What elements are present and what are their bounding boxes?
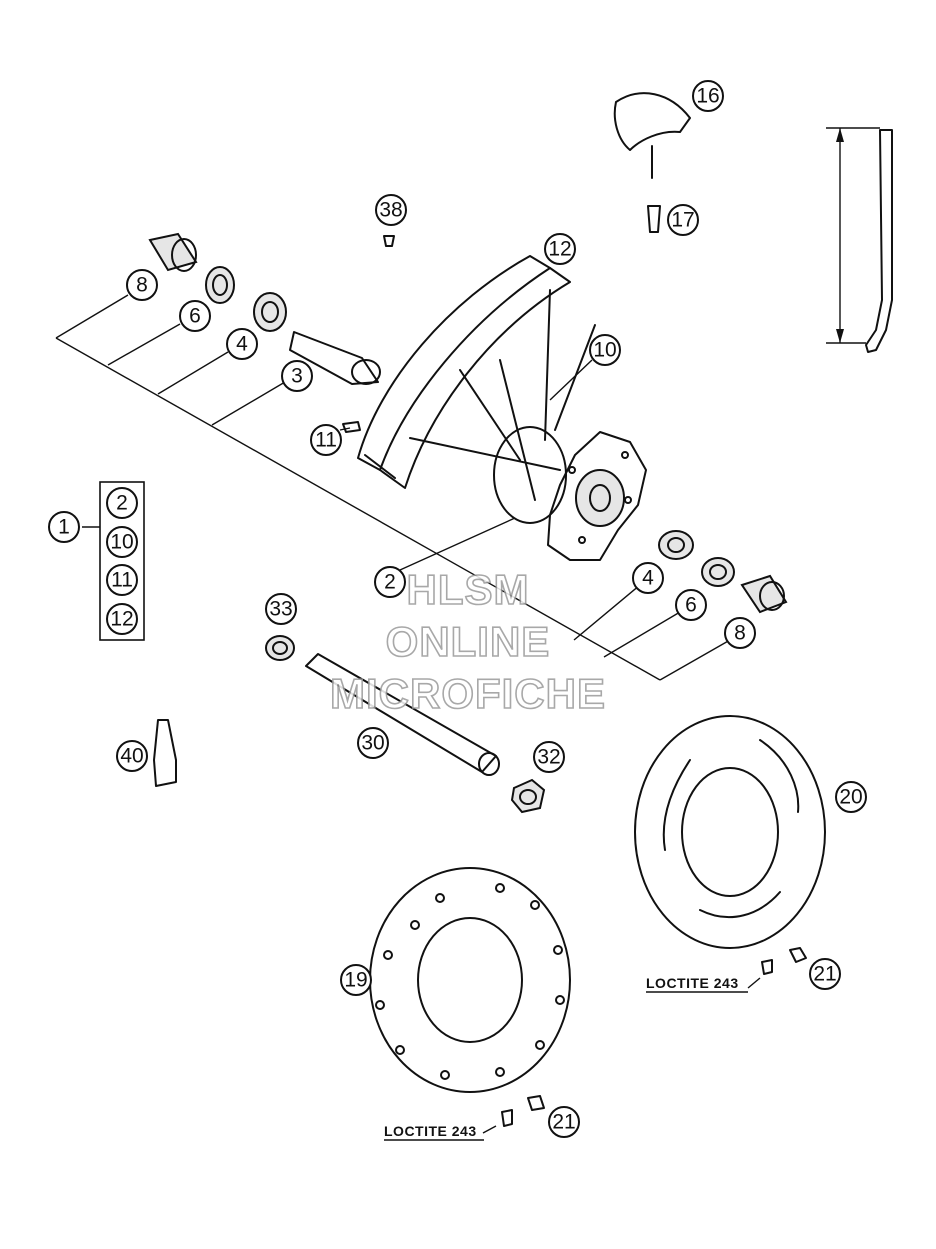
callout-8-right: 8 — [724, 617, 756, 649]
svg-text:21: 21 — [552, 1111, 575, 1134]
callout-1: 1 — [48, 511, 80, 543]
svg-text:1: 1 — [58, 516, 70, 539]
svg-text:10: 10 — [110, 531, 133, 554]
svg-text:32: 32 — [537, 746, 560, 769]
callout-32: 32 — [533, 741, 565, 773]
callout-2: 2 — [374, 566, 406, 598]
rim-part — [357, 255, 571, 489]
kit-item-12: 12 — [106, 603, 138, 635]
watermark-line-3: MICROFICHE — [329, 669, 606, 718]
svg-text:38: 38 — [379, 199, 402, 222]
spoke-single-part — [865, 129, 893, 353]
watermark-line-1: HLSM — [406, 565, 530, 614]
brake-disc-19-part — [369, 867, 571, 1093]
svg-text:11: 11 — [315, 429, 337, 452]
svg-text:8: 8 — [136, 274, 148, 297]
callout-21-bottom: 21 — [548, 1106, 580, 1138]
callout-21-right: 21 — [809, 958, 841, 990]
callout-19: 19 — [340, 964, 372, 996]
loctite-note-right: LOCTITE 243 — [646, 975, 739, 991]
callout-11: 11 — [310, 424, 342, 456]
axle-part — [305, 653, 500, 776]
brake-disc-20-part — [634, 715, 826, 949]
callout-10: 10 — [589, 334, 621, 366]
kit-item-11: 11 — [106, 564, 138, 596]
watermark-line-2: ONLINE — [385, 617, 551, 666]
bolt-21-right-part — [761, 947, 807, 975]
callout-4-left: 4 — [226, 328, 258, 360]
svg-text:11: 11 — [111, 569, 133, 592]
loctite-note-bottom: LOCTITE 243 — [384, 1123, 477, 1139]
screw-small-part — [342, 421, 361, 433]
hub-part — [493, 426, 647, 561]
spoke-wrench-part — [153, 719, 177, 787]
svg-text:2: 2 — [384, 571, 396, 594]
svg-text:16: 16 — [696, 85, 719, 108]
callout-17: 17 — [667, 204, 699, 236]
svg-text:12: 12 — [548, 238, 571, 261]
svg-text:6: 6 — [685, 594, 697, 617]
kit-box — [82, 481, 145, 641]
svg-text:21: 21 — [813, 963, 836, 986]
distance-tube-part — [289, 331, 381, 385]
svg-text:19: 19 — [344, 969, 367, 992]
kit-item-10: 10 — [106, 526, 138, 558]
callout-12: 12 — [544, 233, 576, 265]
bolt-21-bottom-part — [501, 1095, 545, 1127]
svg-text:30: 30 — [361, 732, 384, 755]
callout-6-right: 6 — [675, 589, 707, 621]
svg-text:4: 4 — [236, 333, 248, 356]
svg-text:8: 8 — [734, 622, 746, 645]
valve-17-part — [647, 205, 661, 233]
leader-lines — [55, 127, 880, 1134]
svg-text:17: 17 — [671, 209, 694, 232]
kit-item-2: 2 — [106, 487, 138, 519]
callout-40: 40 — [116, 740, 148, 772]
svg-text:2: 2 — [116, 492, 128, 515]
axle-nut-part — [510, 778, 546, 814]
spokes-part — [409, 289, 596, 501]
svg-text:33: 33 — [269, 598, 292, 621]
seal-ring-right-part — [701, 557, 735, 587]
callout-30: 30 — [357, 727, 389, 759]
svg-text:6: 6 — [189, 305, 201, 328]
callout-4-right: 4 — [632, 562, 664, 594]
tire-valve-cap-part — [613, 92, 691, 179]
callout-38: 38 — [375, 194, 407, 226]
bearing-right-part — [658, 530, 694, 560]
seal-ring-left-part — [205, 266, 235, 304]
collar-33-part — [265, 635, 295, 661]
callout-20: 20 — [835, 781, 867, 813]
callout-3: 3 — [281, 360, 313, 392]
svg-text:12: 12 — [110, 608, 133, 631]
svg-text:10: 10 — [593, 339, 616, 362]
callout-6-left: 6 — [179, 300, 211, 332]
callout-8-left: 8 — [126, 269, 158, 301]
svg-text:20: 20 — [839, 786, 862, 809]
callout-33: 33 — [265, 593, 297, 625]
bearing-left-part — [253, 292, 287, 332]
spacer-right-part — [740, 574, 788, 614]
svg-text:3: 3 — [291, 365, 303, 388]
svg-text:40: 40 — [120, 745, 143, 768]
nipple-38-part — [383, 235, 395, 247]
svg-text:4: 4 — [642, 567, 654, 590]
callout-16: 16 — [692, 80, 724, 112]
spacer-left-part — [148, 232, 198, 272]
